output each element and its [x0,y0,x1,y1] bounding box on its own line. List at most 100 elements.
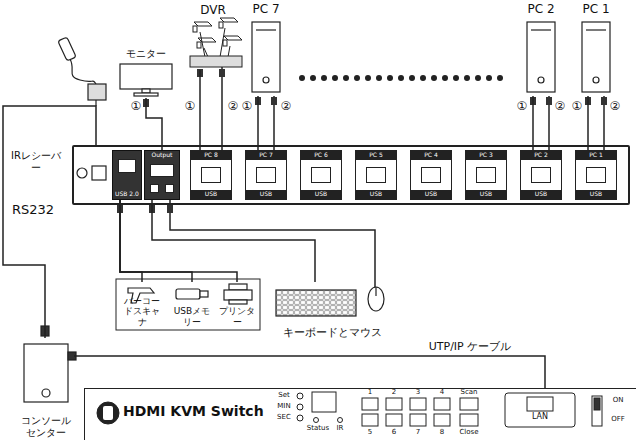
callout-number: ① [242,100,253,113]
node-label: キーボードとマウス [272,327,392,340]
pc-box: PC 1 [579,3,613,96]
usb-memory [176,289,208,299]
pc-port: PC 5 USB [355,150,397,200]
callout-number: ① [517,100,528,113]
button-label: 4 [440,389,444,397]
keyboard [276,290,356,316]
callout-number: ② [228,100,239,113]
button-label: 5 [368,429,372,437]
port-label: PC 4 [411,151,451,160]
usb-port-square [118,159,136,173]
peripheral-box: バーコードスキャナ [120,282,164,327]
callout-number: ① [572,100,583,113]
mouse [368,287,384,311]
switch-label: OFF [611,416,625,424]
ir-receiver-illustration [58,37,106,106]
port-label: USB [191,190,231,199]
kvm-rear-panel: RS232USB 2.0OutputPC 8USBPC 7USBPC 6USBP… [72,145,630,205]
peripheral-group [116,279,260,330]
button-label: 3 [416,389,420,397]
led-label: IR [337,425,344,433]
port-label: USB [246,190,286,199]
printer [224,284,252,304]
node-label: USBメモリー [170,306,214,327]
keyboard-mouse-box: キーボードとマウス [272,282,392,340]
port-label: PC 2 [521,151,561,160]
node-label: HDMI KVM Switch [123,403,264,419]
node-label: モニター [115,48,177,60]
node-label: RS232 [12,203,54,218]
dvr-illustration [190,18,242,67]
kvm-front-panel: HDMI KVM Switch [84,388,636,440]
ellipsis-dots [299,75,503,81]
port-label: USB [301,190,341,199]
node-label: USB 2.0 [113,190,141,199]
keyboard-port [150,184,159,193]
port-label: USB [466,190,506,199]
node-label: DVR [180,4,246,18]
button-label: 1 [368,389,372,397]
callout-number: ② [610,100,621,113]
mouse-port [165,184,174,193]
switch-label: ON [613,397,624,405]
port-label: PC 8 [191,151,231,160]
button-label: 8 [440,429,444,437]
port-label: PC 6 [301,151,341,160]
port-label: USB [356,190,396,199]
ir-receiver-label: IRレシーバー [10,150,62,186]
cable-connector [587,96,589,150]
led-label: Status [307,425,329,433]
cable-connector [120,200,142,282]
pc-port: PC 7 USB [245,150,287,200]
pc-port: PC 2USB [520,150,562,200]
dvr-box: DVR [180,4,246,70]
led-label: MIN [277,403,290,411]
cable [170,67,604,288]
peripheral-box: プリンター [218,282,256,327]
usb-port-square [201,167,221,183]
hdmi-port-square [150,164,174,177]
usb-port-square [256,167,276,183]
port-label: PC 7 [246,151,286,160]
cable-connector [74,356,545,388]
pc-box: PC 2 [524,3,558,96]
led-label: Set [278,392,290,400]
usb-port-square [476,167,496,183]
cable-connector [120,200,237,282]
rear-panel-detail [77,166,106,180]
port-label: PC 3 [466,151,506,160]
port-label: USB [411,190,451,199]
pc-box: PC 7 [249,3,283,96]
cable-connector [257,96,259,150]
usb-port-square [366,167,386,183]
cable-connector [3,106,96,338]
callout-number: ② [281,100,292,113]
pc-tower [252,22,610,92]
pc-port: PC 3 USB [465,150,507,200]
pc-port: PC 8 USB [190,150,232,200]
led-label: SEC [277,414,291,422]
port-label: PC 1 [576,151,616,160]
usb-hub-port: USB 2.0 [112,150,142,200]
pc-port: PC 6 USB [300,150,342,200]
usb-port-square [586,167,606,183]
cable-connector [152,200,315,282]
port-label: USB [576,190,616,199]
cable-connector [120,200,192,282]
button-label: 6 [392,429,396,437]
callout-number: ② [555,100,566,113]
node-label: PC 1 [579,3,613,17]
node-label: Output [145,151,179,160]
port-label: LAN [532,413,548,422]
usb-port-square [421,167,441,183]
peripheral-box: USBメモリー [170,282,214,327]
callout-number: ① [185,100,196,113]
node-label: コンソールセンター [18,415,74,438]
cable-label: UTP/IP ケーブル [426,340,514,353]
port-label: PC 5 [356,151,396,160]
usb-port-square [531,167,551,183]
front-panel-detail [97,392,602,427]
node-label: バーコードスキャナ [120,296,164,327]
cable-plug [117,69,607,213]
